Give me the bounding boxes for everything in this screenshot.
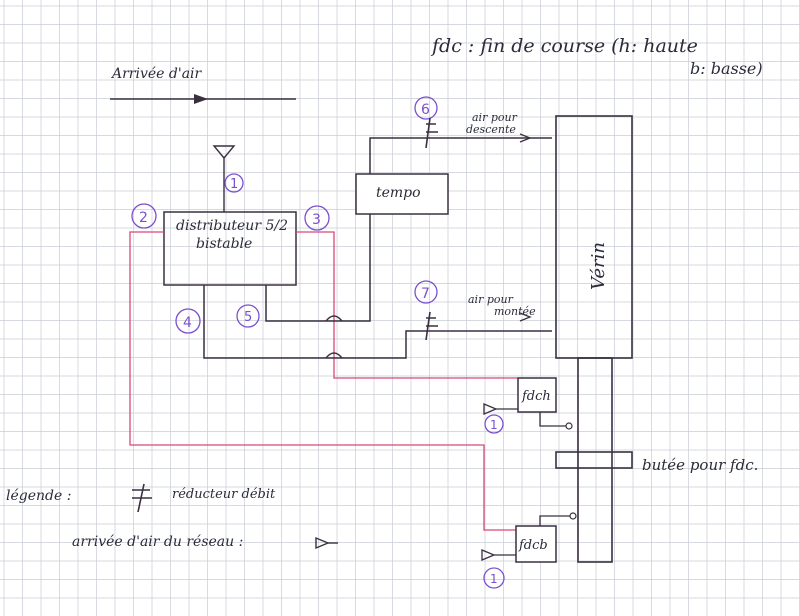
fdch-sensor: fdch 1 <box>483 377 573 434</box>
air-arrival-label: Arrivée d'air <box>110 66 203 82</box>
distributor-box <box>163 211 297 286</box>
reducer-7-icon <box>425 311 438 341</box>
distributor-label-line2: bistable <box>196 236 252 252</box>
reducer-6-icon <box>425 117 438 149</box>
fdch-roller-icon <box>565 422 573 430</box>
fdcb-roller-icon <box>569 512 577 520</box>
stop-label: butée pour fdc. <box>642 456 758 474</box>
fdcb-air-source-icon <box>481 549 496 561</box>
fdcb-port-1-circle <box>483 567 505 589</box>
signal-lines <box>129 231 518 531</box>
top-legend-line1: fdc : fin de course (h: haute <box>430 35 698 57</box>
top-legend-line2: b: basse) <box>690 59 763 78</box>
fdch-box <box>517 377 557 413</box>
ports-2-3: 2 3 <box>131 203 330 231</box>
fdcb-sensor: fdcb 1 <box>481 512 577 589</box>
tempo-block: tempo <box>355 173 449 215</box>
rise-arrow-icon <box>519 312 532 322</box>
air-source-triangle-icon <box>212 145 236 160</box>
stop-plate <box>555 451 633 469</box>
fdch-port-1-label: 1 <box>490 418 498 432</box>
port-2-label: 2 <box>139 210 148 226</box>
pneumatic-lines <box>325 137 552 359</box>
fdch-air-source-icon <box>483 403 498 415</box>
port-5-label: 5 <box>244 310 252 325</box>
signal-line-port3-fdch <box>296 231 518 379</box>
air-rise-line2: montée <box>494 305 536 318</box>
fdcb-port-1-label: 1 <box>490 572 498 586</box>
legend-title: légende : <box>6 488 71 504</box>
port-3-label: 3 <box>312 212 321 228</box>
signal-line-port2-fdcb <box>129 231 516 531</box>
port-3-circle <box>304 205 330 231</box>
air-rise-line1: air pour <box>468 293 514 306</box>
cylinder-label: Vérin <box>588 242 609 290</box>
port-4-label: 4 <box>183 315 192 331</box>
distributor-label-line1: distributeur 5/2 <box>176 218 288 234</box>
port-4-circle <box>175 308 201 334</box>
bottom-legend: légende : réducteur débit arrivée d'air … <box>6 483 338 550</box>
descent-arrow-icon <box>519 133 532 143</box>
air-arrival-arrowhead-icon <box>194 94 208 104</box>
tempo-box <box>355 173 449 215</box>
air-arrival: Arrivée d'air <box>110 66 296 104</box>
port-6-circle <box>414 96 438 120</box>
tempo-label: tempo <box>376 185 421 201</box>
fdch-label: fdch <box>521 389 551 404</box>
port-6-label: 6 <box>421 102 430 118</box>
port-2-circle <box>131 203 157 229</box>
air-source-main: 1 <box>212 145 244 212</box>
port-1-circle <box>224 173 244 193</box>
port-7-circle <box>414 280 438 304</box>
legend-network-air-label: arrivée d'air du réseau : <box>72 534 243 550</box>
reducer-7: 7 air pour montée <box>414 280 536 341</box>
cylinder: Vérin butée pour fdc. <box>555 115 758 563</box>
port-7-label: 7 <box>421 286 430 302</box>
legend-reducer-label: réducteur débit <box>172 487 276 502</box>
distributor-5-2: distributeur 5/2 bistable <box>163 211 297 286</box>
reducer-6: 6 air pour descente <box>414 96 532 149</box>
legend-reducer-icon <box>132 483 152 513</box>
cylinder-rod <box>577 357 613 563</box>
fdcb-box <box>515 525 557 563</box>
top-legend: fdc : fin de course (h: haute b: basse) <box>430 35 763 78</box>
port-1-label: 1 <box>230 177 238 192</box>
air-descent-line2: descente <box>466 123 516 136</box>
fdch-port-1-circle <box>484 414 504 434</box>
port-5-circle <box>236 304 260 328</box>
cylinder-body <box>555 115 633 359</box>
exhaust-block: 4 5 <box>175 285 330 359</box>
fdcb-label: fdcb <box>518 538 548 553</box>
legend-air-source-icon <box>315 536 330 550</box>
air-descent-line1: air pour <box>472 111 518 124</box>
